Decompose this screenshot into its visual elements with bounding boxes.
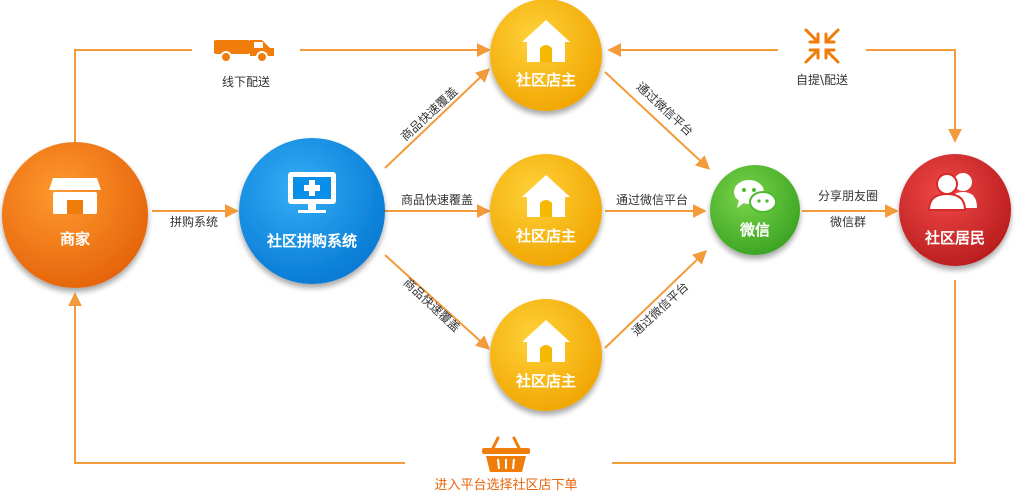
monitor-plus-icon [288, 172, 336, 213]
wechat-icon [734, 180, 777, 213]
house-icon [522, 20, 570, 62]
truck-icon [214, 40, 274, 63]
storefront-icon [49, 178, 101, 214]
label-coverage-bottom: 商品快速覆盖 [401, 275, 464, 335]
node-merchant [2, 142, 148, 288]
connector-store-top-wechat [604, 71, 711, 170]
label-via-wechat-bottom: 通过微信平台 [628, 279, 691, 339]
basket-icon [482, 436, 530, 472]
connector-bottom-right [612, 280, 956, 464]
house-icon [522, 175, 570, 217]
node-store-mid-label: 社区店主 [515, 227, 576, 245]
node-store-top-label: 社区店主 [515, 71, 576, 89]
label-wechat-group: 微信群 [830, 215, 866, 229]
label-via-wechat-mid: 通过微信平台 [616, 192, 688, 207]
node-wechat-label: 微信 [739, 221, 770, 239]
label-share-moments: 分享朋友圈 [818, 188, 878, 203]
label-group-buy-system: 拼购系统 [170, 214, 218, 229]
house-icon [522, 320, 570, 362]
label-coverage-mid: 商品快速覆盖 [401, 192, 473, 207]
connector-platform-store-bottom [384, 254, 491, 350]
people-icon [927, 173, 977, 211]
connector-pickup-right [866, 49, 962, 143]
node-residents-label: 社区居民 [924, 229, 985, 247]
label-coverage-top: 商品快速覆盖 [397, 84, 460, 144]
connector-bottom-left [68, 292, 405, 464]
connector-offline-delivery [74, 49, 192, 150]
compress-arrows-icon [804, 28, 840, 64]
node-store-bottom-label: 社区店主 [515, 372, 576, 390]
node-merchant-label: 商家 [60, 230, 90, 248]
connector-store-bottom-wechat [604, 250, 708, 349]
node-platform-label: 社区拼购系统 [266, 232, 357, 250]
label-offline-delivery: 线下配送 [222, 74, 270, 89]
connector-platform-store-top [384, 68, 491, 169]
connectors [68, 43, 962, 464]
label-pickup-delivery: 自提\配送 [796, 72, 848, 87]
label-enter-platform: 进入平台选择社区店下单 [434, 477, 577, 493]
